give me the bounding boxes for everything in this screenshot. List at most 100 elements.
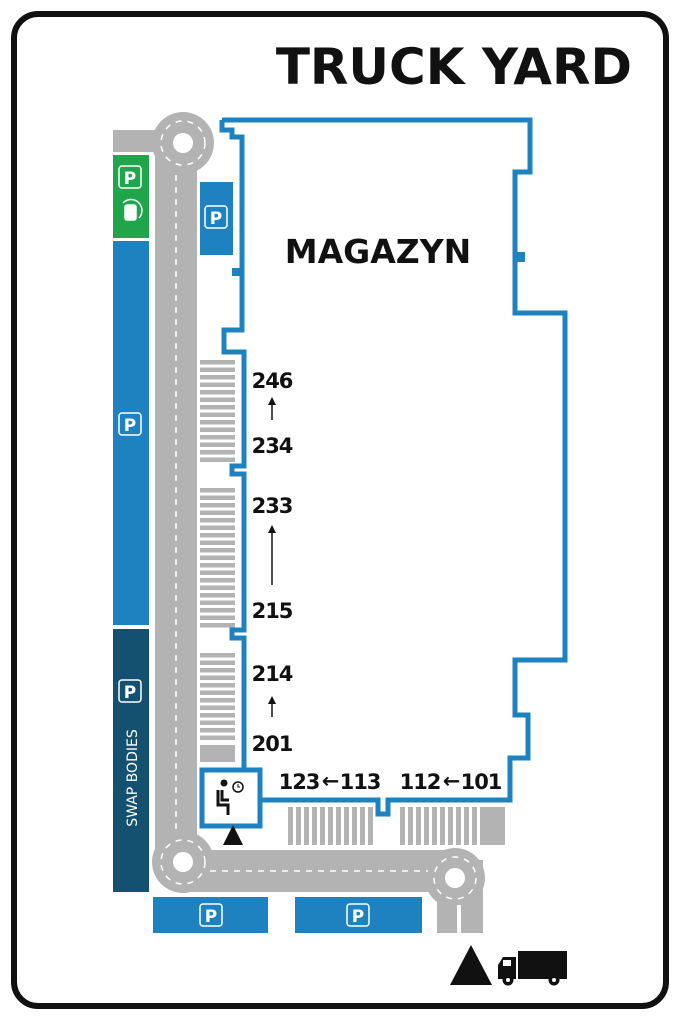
- dock-bay: [400, 807, 405, 845]
- dock-bay: [200, 600, 235, 605]
- dock-range-west-lower: 214 201: [252, 662, 294, 756]
- dock-bay: [200, 570, 235, 575]
- dock-bay: [200, 578, 235, 583]
- dock-range-west-upper: 246 234: [252, 369, 294, 458]
- dock-bay: [200, 675, 235, 680]
- dock-bay: [200, 518, 235, 523]
- dock-bay: [200, 360, 235, 365]
- dock-bay: [352, 807, 357, 845]
- dock-bay: [200, 397, 235, 402]
- dock-bay: [304, 807, 309, 845]
- dock-bay: [320, 807, 325, 845]
- dock-bay: [408, 807, 413, 845]
- svg-text:234: 234: [252, 434, 293, 458]
- dock-bay: [472, 807, 477, 845]
- dock-bay: [200, 698, 235, 703]
- svg-text:P: P: [124, 683, 136, 703]
- dock-bay: [200, 705, 235, 710]
- svg-text:214: 214: [252, 662, 293, 686]
- dock-bay: [200, 593, 235, 598]
- dock-bay: [288, 807, 293, 845]
- arrow-up-icon: [268, 397, 276, 405]
- dock-bay: [312, 807, 317, 845]
- parking-icon: P: [118, 679, 142, 703]
- dock-bay: [448, 807, 453, 845]
- svg-text:P: P: [205, 907, 217, 927]
- truck-icon: [498, 951, 567, 986]
- arrow-up-icon: [268, 696, 276, 704]
- dock-bay: [200, 457, 235, 462]
- ev-truck-charging-icon: [122, 198, 143, 221]
- dock-bay: [200, 683, 235, 688]
- dock-bay: [200, 420, 235, 425]
- dock-bay: [200, 450, 235, 455]
- dock-bay: [440, 807, 445, 845]
- parking-icon: P: [346, 903, 370, 927]
- waiting-room-icon: [216, 779, 244, 815]
- svg-text:201: 201: [252, 732, 293, 756]
- dock-bay: [200, 540, 235, 545]
- dock-bay: [200, 668, 235, 673]
- dock-bay: [200, 442, 235, 447]
- ev-parking-area: [113, 155, 149, 238]
- parking-area-south-2: [295, 897, 422, 933]
- parking-icon: P: [199, 903, 223, 927]
- dock-bay: [200, 390, 235, 395]
- dock-bay: [200, 608, 235, 613]
- svg-text:P: P: [352, 907, 364, 927]
- dock-bay: [200, 735, 235, 740]
- wall-marker: [515, 252, 525, 262]
- dock-bay: [200, 427, 235, 432]
- dock-bay: [200, 660, 235, 665]
- dock-bay: [200, 548, 235, 553]
- dock-bay: [200, 690, 235, 695]
- dock-bay: [200, 510, 235, 515]
- entrance-triangle-icon: [223, 825, 243, 845]
- dock-bay: [200, 615, 235, 620]
- dock-bay: [432, 807, 437, 845]
- dock-bay: [200, 405, 235, 410]
- parking-area-south-1: [153, 897, 268, 933]
- parking-icon: P: [118, 412, 142, 436]
- dock-bay: [200, 623, 235, 628]
- dock-bay: [200, 720, 235, 725]
- dock-bay: [296, 807, 301, 845]
- dock-bay: [200, 375, 235, 380]
- dock-bay: [416, 807, 421, 845]
- dock-bay: [200, 563, 235, 568]
- building-label: MAGAZYN: [285, 232, 471, 271]
- swap-bodies-label: SWAP BODIES: [125, 729, 141, 827]
- dock-bay: [200, 555, 235, 560]
- dock-bay: [200, 382, 235, 387]
- roundabout-icon: [173, 133, 465, 933]
- dock-range-south-left: 123 ← 113: [279, 769, 382, 794]
- dock-bay: [336, 807, 341, 845]
- svg-text:246: 246: [252, 369, 293, 393]
- dock-bay: [456, 807, 461, 845]
- map-title: TRUCK YARD: [276, 38, 632, 96]
- dock-bay: [200, 525, 235, 530]
- dock-bay: [464, 807, 469, 845]
- arrow-left-icon: ←: [322, 769, 339, 793]
- dock-bay: [344, 807, 349, 845]
- dock-bay: [200, 503, 235, 508]
- dock-bay: [200, 585, 235, 590]
- dock-bay: [200, 435, 235, 440]
- dock-bay: [200, 488, 235, 493]
- dock-bay: [200, 412, 235, 417]
- dock-bay: [200, 533, 235, 538]
- dock-range-west-middle: 233 215: [252, 494, 294, 623]
- svg-text:P: P: [210, 209, 222, 229]
- wall-marker: [232, 268, 240, 276]
- road-markings: [160, 120, 477, 900]
- dock-bay: [200, 713, 235, 718]
- parking-icon: P: [118, 165, 142, 189]
- svg-text:233: 233: [252, 494, 293, 518]
- svg-text:101: 101: [461, 770, 502, 794]
- parking-icon: P: [204, 205, 228, 229]
- svg-text:113: 113: [340, 770, 381, 794]
- dock-bay: [200, 367, 235, 372]
- svg-text:215: 215: [252, 599, 293, 623]
- dock-bay: [360, 807, 365, 845]
